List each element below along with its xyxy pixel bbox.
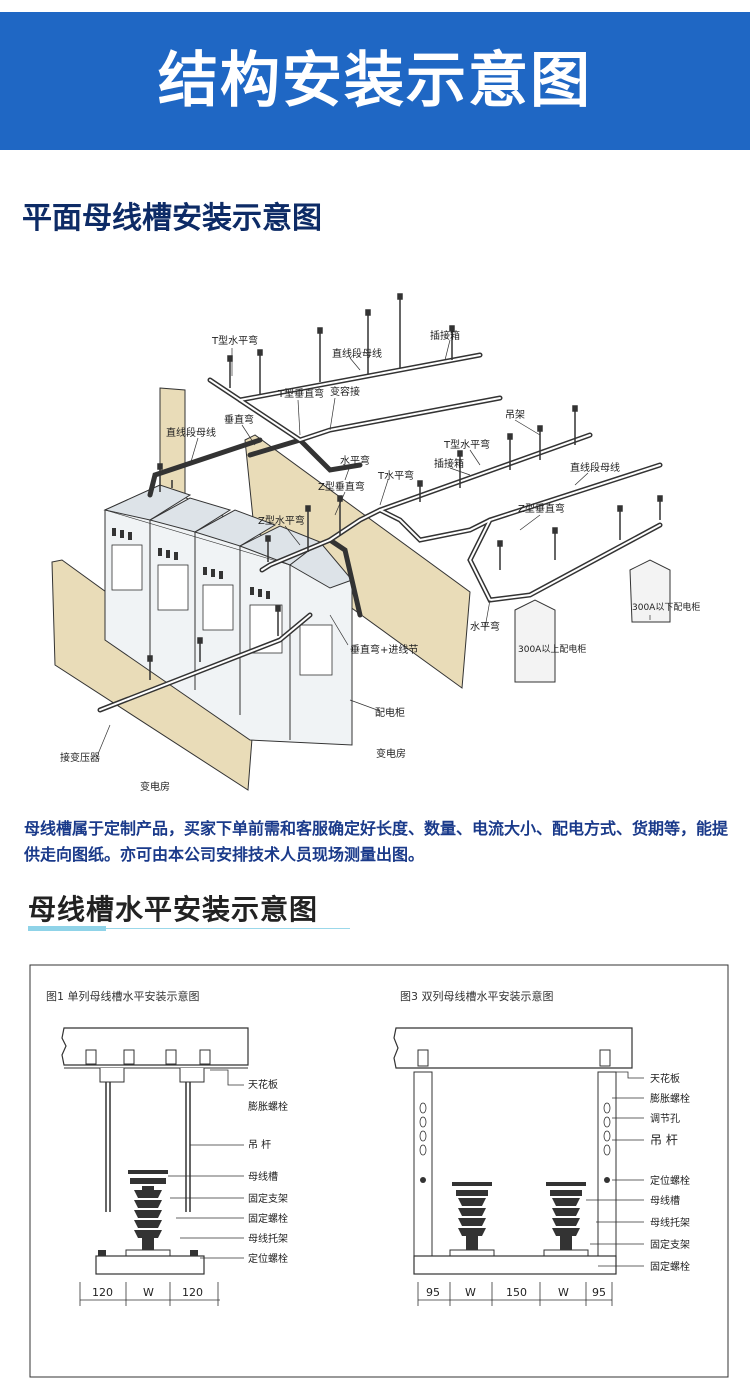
label-vertical-bend-inlet: 垂直弯+进线节	[350, 643, 418, 656]
fig1-label-hanger-rod: 吊 杆	[248, 1139, 271, 1151]
plan-diagram: T型水平弯 插接箱 直线段母线 T型垂直弯 变容接 垂直弯 直线段母线 吊架 T…	[51, 293, 700, 793]
label-z-horizontal-bend: Z型水平弯	[258, 514, 305, 527]
fig3-drawing	[393, 1027, 644, 1306]
label-plug-box-2: 插接箱	[434, 457, 464, 470]
fig3-label-ceiling: 天花板	[650, 1072, 680, 1085]
fig3-label-adjust-hole: 调节孔	[650, 1113, 680, 1125]
label-cabinet-below-300a: 300A以下配电柜	[632, 601, 700, 613]
label-substation-1: 变电房	[376, 747, 406, 760]
fig1-dim-w: W	[143, 1286, 154, 1299]
fig3-dim-5: 95	[592, 1286, 606, 1299]
label-cabinet-above-300a: 300A以上配电柜	[518, 643, 586, 655]
label-hanger: 吊架	[505, 409, 525, 421]
label-z-vertical-bend-2: Z型垂直弯	[518, 502, 565, 515]
fig1-label-fixed-bracket: 固定支架	[248, 1192, 288, 1205]
label-horizontal-bend-2: 水平弯	[470, 620, 500, 633]
hanger-rods	[147, 293, 663, 680]
label-reducer: 变容接	[330, 385, 360, 398]
label-t-horizontal-bend-3: T水平弯	[377, 469, 414, 482]
fig3-dim-2: W	[465, 1286, 476, 1299]
label-t-horizontal-bend-1: T型水平弯	[211, 334, 258, 347]
label-vertical-bend: 垂直弯	[224, 413, 254, 426]
horizontal-diagram: 图1 单列母线槽水平安装示意图	[29, 964, 729, 1378]
horizontal-section-title: 母线槽水平安装示意图	[28, 893, 319, 926]
front-wall	[51, 559, 256, 791]
fig3-label-locating-bolt: 定位螺栓	[650, 1174, 690, 1187]
banner-title: 结构安装示意图	[158, 46, 592, 116]
label-z-vertical-bend-1: Z型垂直弯	[318, 480, 365, 493]
fig3-label-busway: 母线槽	[650, 1194, 680, 1207]
label-straight-busway-2: 直线段母线	[166, 426, 216, 439]
plan-section-title: 平面母线槽安装示意图	[22, 201, 322, 236]
fig1-dim-left: 120	[92, 1286, 113, 1299]
label-substation-2: 变电房	[140, 780, 170, 793]
fig3-dim-4: W	[558, 1286, 569, 1299]
fig1-dim-right: 120	[182, 1286, 203, 1299]
fig3-label-expansion-bolt: 膨胀螺栓	[650, 1092, 690, 1105]
label-distribution-cabinet: 配电柜	[375, 706, 405, 719]
description-text: 母线槽属于定制产品，买家下单前需和客服确定好长度、数量、电流大小、配电方式、货期…	[24, 819, 729, 864]
fig3-label-fixed-bracket: 固定支架	[650, 1238, 690, 1251]
title-underline-accent	[28, 926, 106, 931]
label-t-horizontal-bend-2: T型水平弯	[443, 438, 490, 451]
label-straight-busway-1: 直线段母线	[332, 347, 382, 360]
fig1-title: 图1 单列母线槽水平安装示意图	[46, 989, 200, 1003]
fig3-dim-1: 95	[426, 1286, 440, 1299]
cabinet-large	[514, 599, 556, 683]
cabinet-small	[629, 559, 671, 623]
fig3-dim-3: 150	[506, 1286, 527, 1299]
label-horizontal-bend-1: 水平弯	[340, 454, 370, 467]
fig1-label-busway-tray: 母线托架	[248, 1232, 288, 1245]
fig1-label-expansion-bolt: 膨胀螺栓	[248, 1100, 288, 1113]
fig3-title: 图3 双列母线槽水平安装示意图	[400, 989, 554, 1003]
title-banner: 结构安装示意图	[0, 12, 750, 150]
label-plug-box-1: 插接箱	[430, 329, 460, 342]
fig1-drawing	[61, 1027, 249, 1306]
fig3-label-busway-tray: 母线托架	[650, 1216, 690, 1229]
fig1-label-fixing-bolt: 固定螺栓	[248, 1212, 288, 1225]
fig1-label-busway: 母线槽	[248, 1170, 278, 1183]
fig3-label-fixing-bolt: 固定螺栓	[650, 1260, 690, 1273]
label-straight-busway-3: 直线段母线	[570, 461, 620, 474]
fig1-label-ceiling: 天花板	[248, 1078, 278, 1091]
fig3-label-hanger-rod: 吊 杆	[650, 1133, 678, 1147]
label-transformer-conn: 接变压器	[60, 751, 100, 764]
label-t-vertical-bend-1: T型垂直弯	[277, 387, 324, 400]
title-underline	[106, 928, 350, 929]
fig1-label-locating-bolt: 定位螺栓	[248, 1252, 288, 1265]
